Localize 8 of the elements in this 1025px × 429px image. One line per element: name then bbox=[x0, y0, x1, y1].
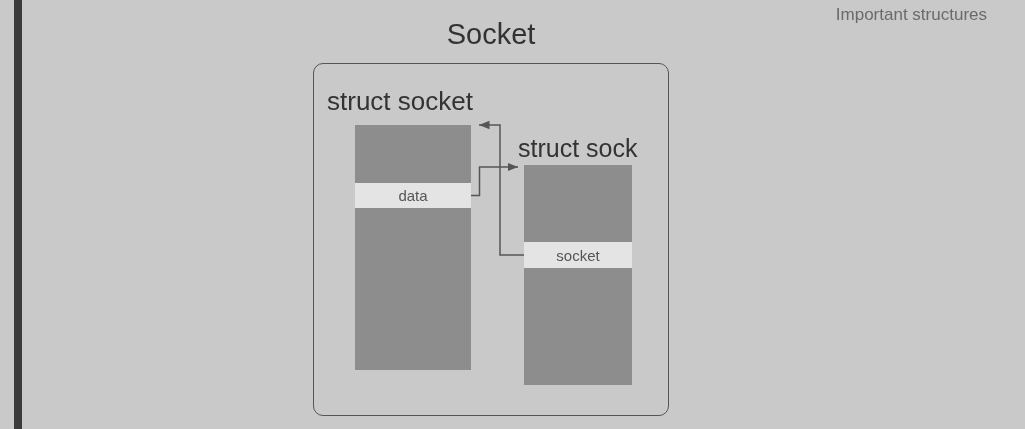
container-title: Socket bbox=[445, 20, 537, 49]
struct-field: socket bbox=[524, 242, 632, 268]
struct-field: data bbox=[355, 183, 471, 208]
struct-label: struct sock bbox=[518, 136, 638, 161]
heading-text: Important structures bbox=[835, 6, 987, 23]
pointer-arrow bbox=[470, 162, 519, 197]
struct-label: struct socket bbox=[327, 88, 473, 114]
pointer-arrow bbox=[478, 120, 525, 256]
